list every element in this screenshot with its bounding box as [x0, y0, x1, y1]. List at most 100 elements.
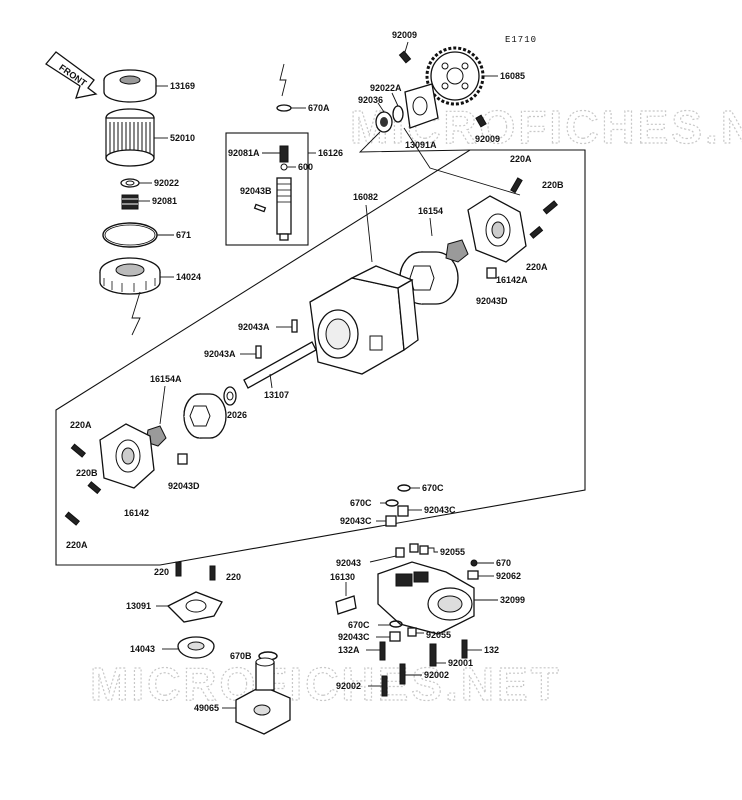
pin-92043A-upper: [291, 319, 298, 333]
dowel-92043C-a: [397, 505, 409, 517]
label-49065: 49065: [194, 703, 219, 713]
label-92081A: 92081A: [228, 148, 260, 158]
label-220B-left: 220B: [76, 468, 98, 478]
bolt-92002-a: [399, 663, 406, 685]
label-92009-bottom: 92009: [475, 134, 500, 144]
label-16142A: 16142A: [496, 275, 528, 285]
label-220-left: 220: [154, 567, 169, 577]
plug-92062: [467, 570, 479, 580]
label-220-right: 220: [226, 572, 241, 582]
label-92022A: 92022A: [370, 83, 402, 93]
label-92001: 92001: [448, 658, 473, 668]
plate-13091: [166, 591, 223, 623]
bolt-92009-bottom: [475, 114, 487, 128]
label-14024: 14024: [176, 272, 201, 282]
label-132: 132: [484, 645, 499, 655]
label-600: 600: [298, 162, 313, 172]
outer-rotor-16154A: [183, 393, 227, 439]
label-92036: 92036: [358, 95, 383, 105]
label-670C-3: 670C: [348, 620, 370, 630]
diagram-code: E1710: [505, 35, 537, 45]
o-ring-670C-mid: [385, 499, 399, 507]
oil-filter-52010: [105, 108, 155, 167]
filter-cap-13169: [103, 69, 157, 103]
fitting-16130: [335, 595, 357, 615]
label-670B: 670B: [230, 651, 252, 661]
gear-16085: [425, 46, 485, 106]
bolt-220B-top: [542, 200, 558, 215]
filter-cover-14024: [99, 257, 161, 295]
washer-92022A: [392, 105, 404, 123]
bolt-92001: [429, 643, 437, 667]
label-92043C-2: 92043C: [340, 516, 372, 526]
label-92043A-1: 92043A: [238, 322, 270, 332]
label-220A-right: 220A: [526, 262, 548, 272]
label-92043A-2: 92043A: [204, 349, 236, 359]
pump-cover-16142: [99, 423, 155, 489]
label-92043C-1: 92043C: [424, 505, 456, 515]
label-92026: 92026: [222, 410, 247, 420]
label-92062: 92062: [496, 571, 521, 581]
bolt-92009-top: [398, 50, 412, 64]
ball-600: [280, 163, 288, 171]
relief-valve-box: [225, 132, 309, 246]
label-670A: 670A: [308, 103, 330, 113]
label-220A-left: 220A: [70, 420, 92, 430]
collars-92055-top: [409, 543, 429, 555]
o-ring-670A: [276, 104, 292, 112]
label-32099: 32099: [500, 595, 525, 605]
label-92043D-left: 92043D: [168, 481, 200, 491]
label-671: 671: [176, 230, 191, 240]
bolt-220-right: [209, 565, 216, 581]
spring-92081: [121, 194, 139, 210]
inner-rotor-16154: [445, 239, 469, 263]
spring-92081A: [279, 145, 289, 163]
pump-housing-32099: [377, 561, 475, 635]
o-ring-670: [470, 559, 478, 567]
cover-plate-13091A: [404, 83, 439, 129]
label-670: 670: [496, 558, 511, 568]
label-16130: 16130: [330, 572, 355, 582]
bolt-132A: [379, 641, 386, 661]
label-16085: 16085: [500, 71, 525, 81]
label-16154: 16154: [418, 206, 443, 216]
label-92043: 92043: [336, 558, 361, 568]
bolt-220-left: [175, 561, 182, 577]
label-92043C-3: 92043C: [338, 632, 370, 642]
label-16126: 16126: [318, 148, 343, 158]
label-132A: 132A: [338, 645, 360, 655]
strainer-14043: [177, 636, 215, 659]
label-92043D-right: 92043D: [476, 296, 508, 306]
front-arrow-icon: FRONT: [45, 51, 98, 99]
label-16154A: 16154A: [150, 374, 182, 384]
label-13107: 13107: [264, 390, 289, 400]
bolt-132: [461, 639, 468, 659]
label-670C-1: 670C: [422, 483, 444, 493]
dowel-92043C-c: [389, 631, 401, 642]
dowel-92043D-left: [177, 453, 188, 465]
collar-92055-low: [407, 627, 417, 637]
label-92055-1: 92055: [440, 547, 465, 557]
washer-92022: [120, 178, 140, 188]
dowel-92043D-right: [486, 267, 497, 279]
shaft-13107: [243, 341, 317, 389]
label-14043: 14043: [130, 644, 155, 654]
o-ring-670C-top: [397, 484, 411, 492]
o-ring-671: [102, 222, 158, 248]
o-ring-670C-low: [389, 620, 403, 628]
watermark-bottom: MICROFICHES.NET: [90, 658, 562, 710]
label-92002-1: 92002: [424, 670, 449, 680]
label-13169: 13169: [170, 81, 195, 91]
bolt-92002-b: [381, 675, 388, 697]
label-52010: 52010: [170, 133, 195, 143]
label-16082: 16082: [353, 192, 378, 202]
bolt-220A-bottom: [64, 511, 80, 526]
bolt-220B-left: [87, 481, 102, 495]
bearing-92036: [375, 111, 393, 133]
pin-92043A-lower: [255, 345, 262, 359]
label-92009-top: 92009: [392, 30, 417, 40]
pipe-49065: [235, 657, 291, 735]
label-16142: 16142: [124, 508, 149, 518]
label-13091A: 13091A: [405, 140, 437, 150]
